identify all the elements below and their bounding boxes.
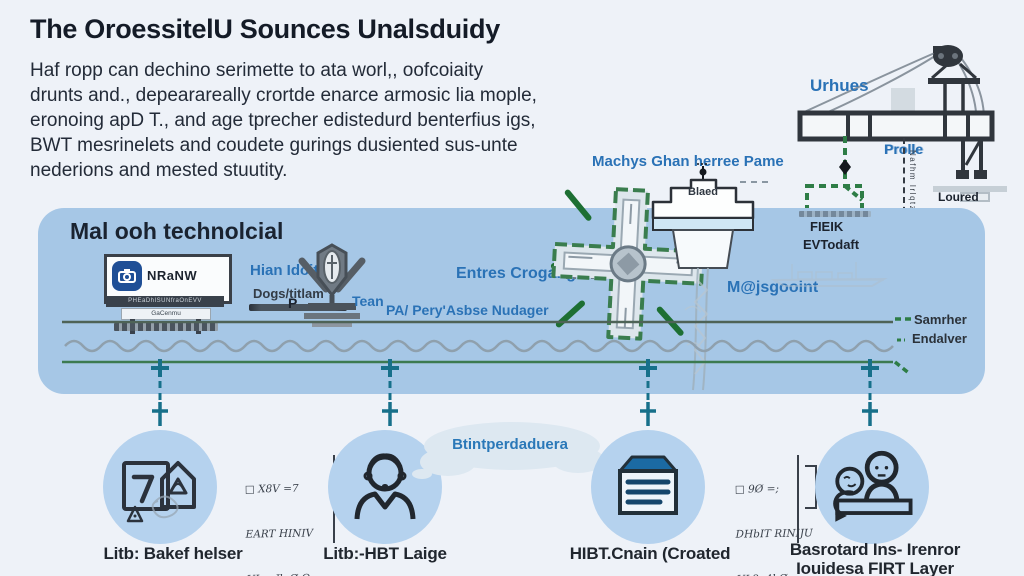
shield-icon: [298, 243, 366, 327]
card-circle-document: [591, 430, 705, 544]
card-circle-building: [103, 430, 217, 544]
intro-line: eronoing apD T., and age tprecher ediste…: [30, 110, 536, 131]
fuzzy-text-bar: [799, 211, 871, 217]
blaed-label: Blaed: [688, 186, 718, 198]
card-circle-person: [328, 430, 442, 544]
intro-line: drunts and., depearareally crortde enarc…: [30, 85, 537, 106]
intro-line: nederions and mested stuutity.: [30, 160, 288, 181]
conveyor-lines: [62, 317, 912, 376]
bubble-label: Btintperdaduera: [452, 436, 568, 453]
machys-label: Machys Ghan herree Pame: [592, 153, 784, 170]
connector: [151, 359, 169, 426]
connector: [861, 359, 879, 426]
card-label: Basrotard Ins- Irenror: [789, 540, 961, 559]
fieik-label: FIEIK: [810, 219, 844, 234]
card-label: Litb: Bakef helser: [103, 544, 243, 563]
monument-icon: [651, 163, 755, 391]
urhues-label: Urhues: [810, 76, 869, 95]
signboard-brand: NRaNW: [147, 268, 198, 283]
p-label: P: [288, 295, 298, 311]
ship-sketch-icon: [770, 262, 888, 287]
camera-icon: [118, 269, 136, 283]
intro-line: BWT mesrinelets and coudete gurings dusi…: [30, 135, 518, 156]
endalver-label: Endalver: [912, 331, 967, 346]
connector: [639, 359, 657, 426]
card-circle-review: [815, 430, 929, 544]
evtodaft-label: EVTodaft: [803, 237, 860, 252]
person-icon: [354, 453, 416, 520]
loured-label: Loured: [938, 190, 979, 204]
connector: [381, 359, 399, 426]
samrher-label: Samrher: [914, 312, 967, 327]
guide-side-note: Nafhm Irlqtz: [908, 150, 917, 212]
signboard-logo-icon: [112, 261, 142, 291]
label-base-bar: [249, 304, 347, 311]
panel-heading: Mal ooh technolcial: [70, 218, 284, 244]
majsgooint-label: M@jsgooint: [727, 279, 819, 296]
signboard-strip-text: PHEaDhISUNfraOnEVV: [106, 296, 224, 307]
pa-label: PA/ Pery'Asbse Nudager: [386, 302, 549, 318]
signboard-sub-text: GaCenmu: [121, 308, 211, 320]
signboard-base-bar: [114, 323, 218, 331]
intro-paragraph: Haf ropp can dechino serimette to ata wo…: [30, 58, 610, 183]
crane-icon: [797, 45, 1007, 202]
card-label: Litb:-HBT Laige: [323, 544, 447, 563]
green-route-path: [805, 136, 864, 212]
card-label-line2: Iouidesa FIRT Layer: [796, 559, 954, 576]
dash-leader: [740, 181, 768, 183]
note-rule: [797, 455, 799, 543]
card-label: HIBT.Cnain (Croated: [569, 544, 731, 563]
page-title: The OroessitelU Sounces Unalsduidy: [30, 14, 500, 44]
dogs-label: Dogs/titlam: [253, 286, 324, 301]
building-icon: [122, 461, 196, 523]
intro-line: Haf ropp can dechino serimette to ata wo…: [30, 60, 484, 81]
tean-label: Tean: [352, 293, 384, 309]
thought-bubble: [412, 422, 604, 479]
review-people-icon: [833, 450, 913, 522]
document-icon: [618, 455, 678, 515]
